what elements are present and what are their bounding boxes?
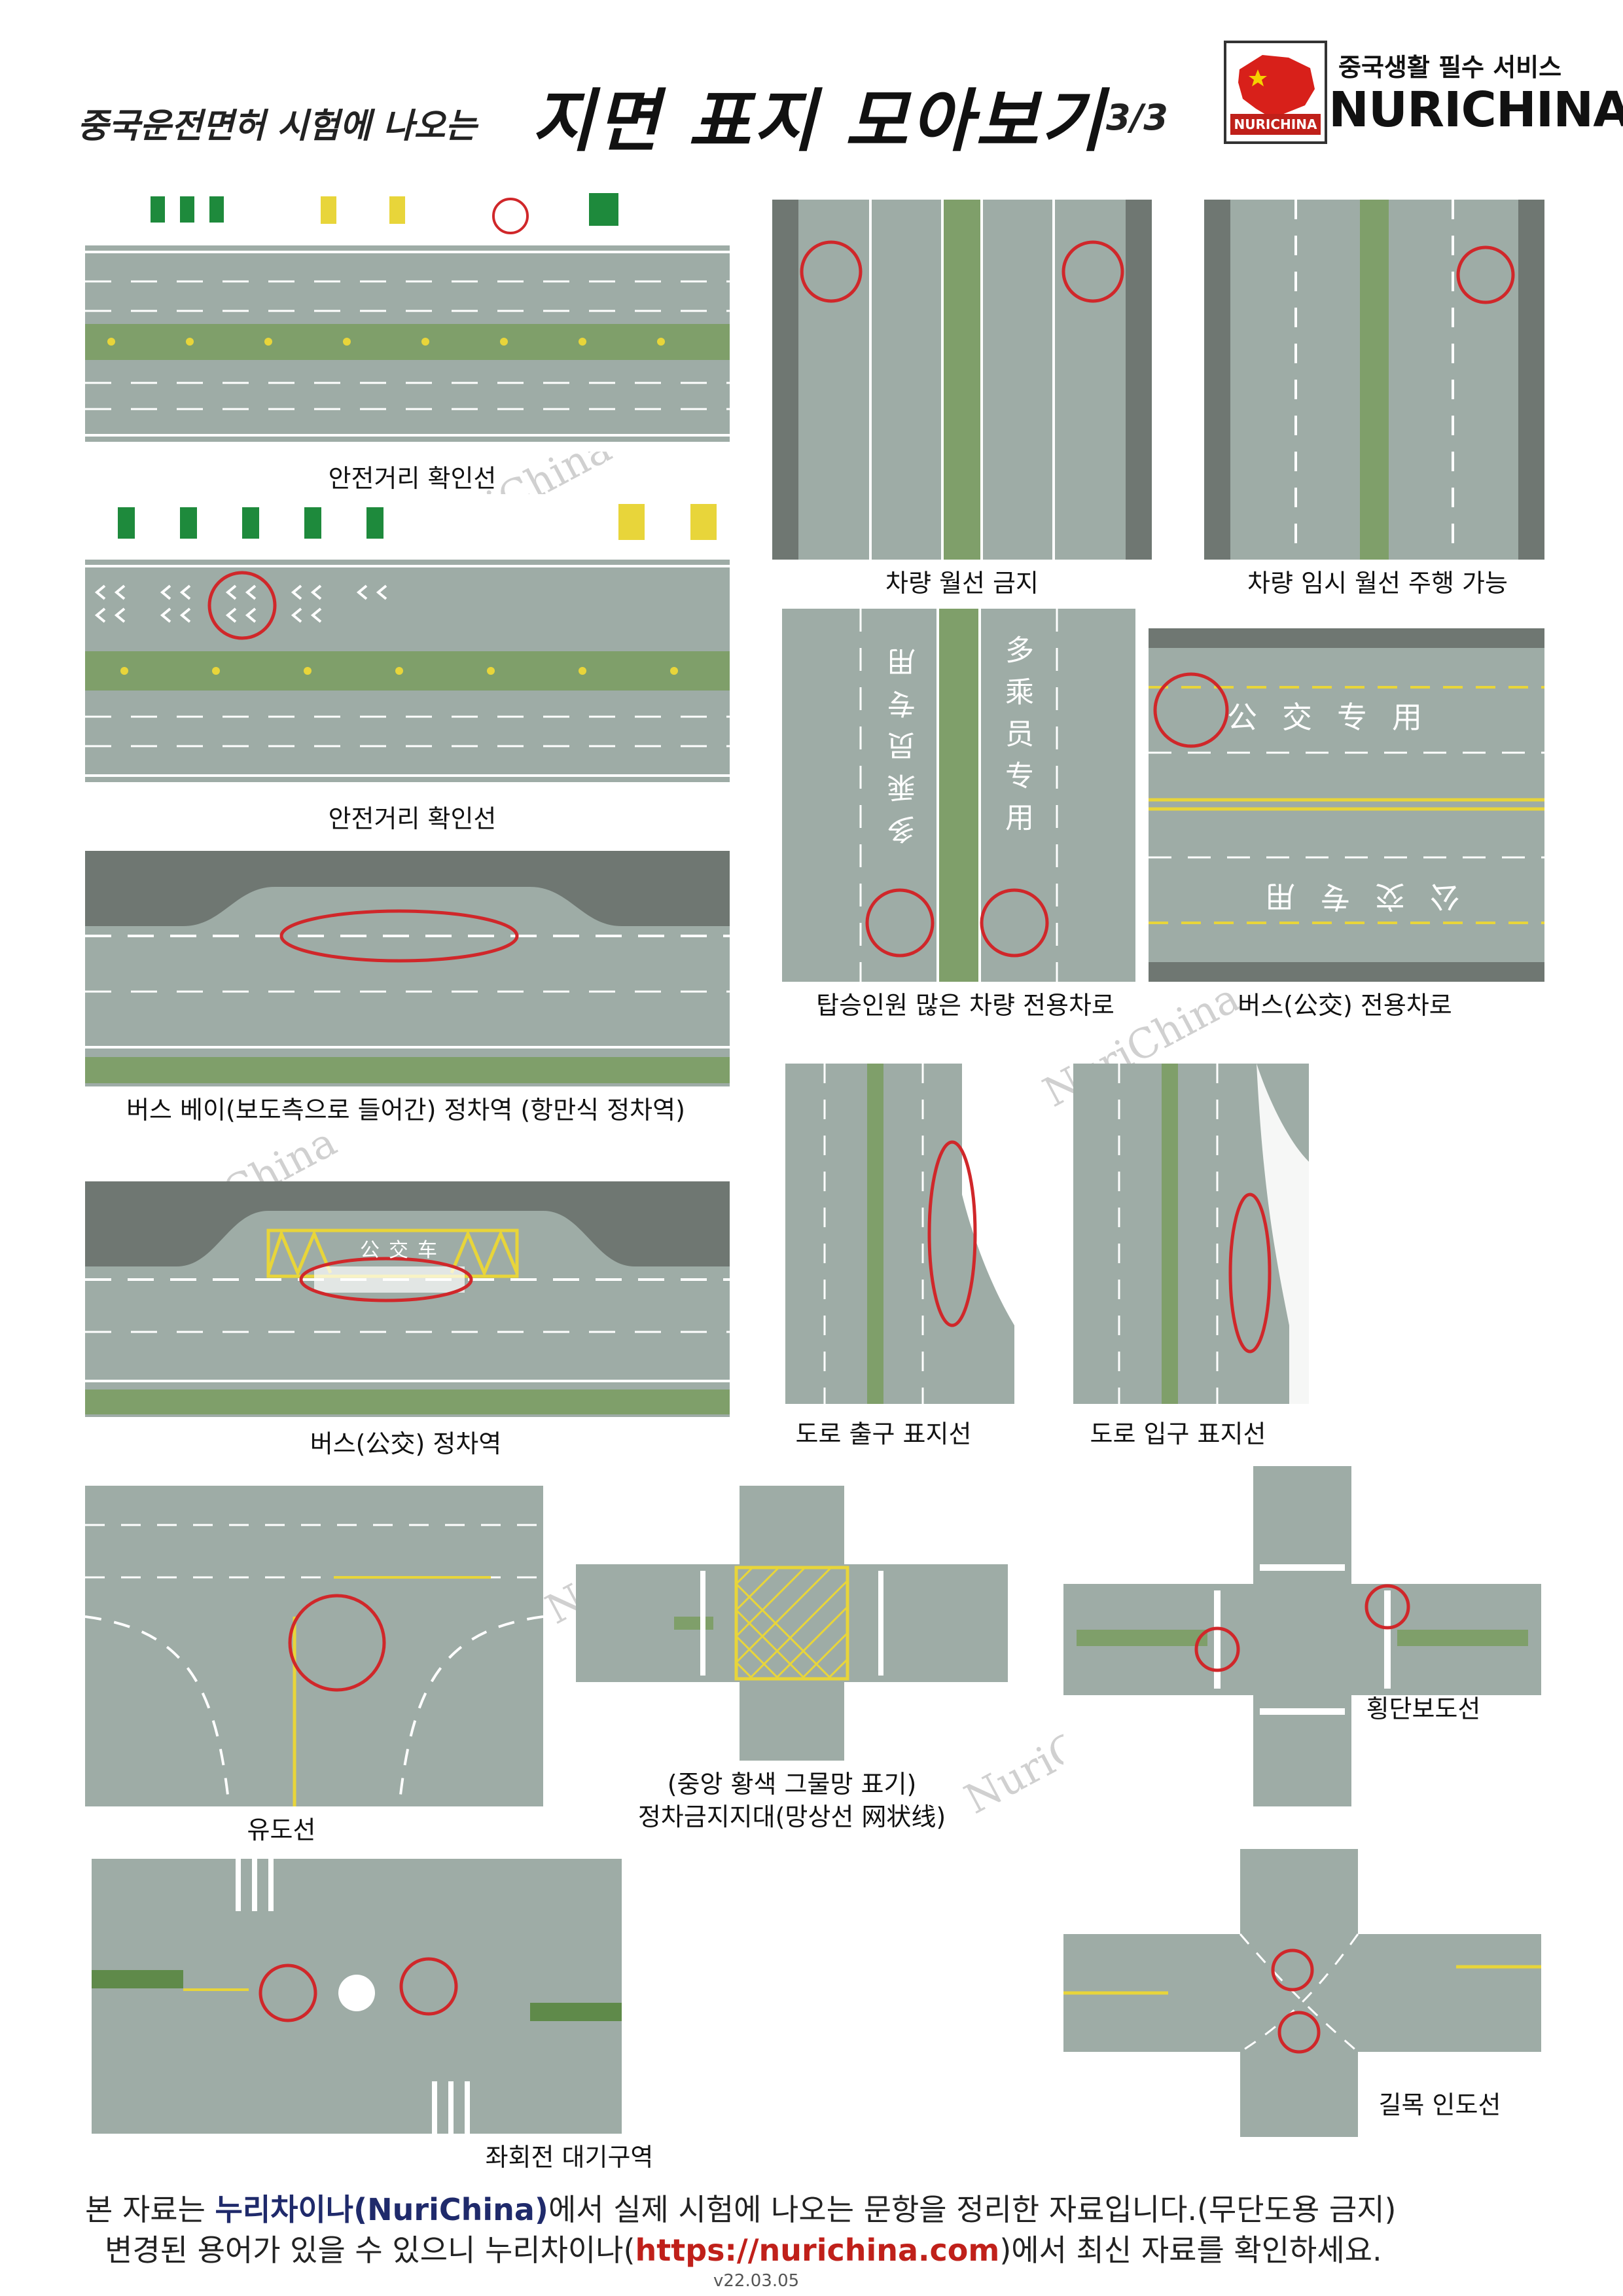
footer-brand: 누리차이나(NuriChina) (215, 2192, 548, 2227)
footer-url-link[interactable]: https://nurichina.com (635, 2233, 1000, 2268)
diagram-guide-lines (85, 1486, 543, 1806)
diagram-road-exit (779, 1064, 1014, 1404)
version-label: v22.03.05 (713, 2271, 800, 2291)
brand-logo: NURICHINA (1224, 41, 1327, 144)
footer-line2-pre: 변경된 용어가 있을 수 있으니 누리차이나( (105, 2233, 635, 2268)
footer-line-2: 변경된 용어가 있을 수 있으니 누리차이나(https://nurichina… (105, 2227, 1382, 2270)
caption-yellow-net-2: 정차금지지대(망상선 网状线) (637, 1803, 946, 1831)
hov-lane-text-left: 多乘员专用 (887, 635, 921, 844)
diagram-temp-crossing (1204, 200, 1544, 560)
footer-line1-pre: 본 자료는 (85, 2192, 215, 2227)
footer-line-1: 본 자료는 누리차이나(NuriChina)에서 실제 시험에 나오는 문항을 … (85, 2186, 1396, 2229)
hov-lane-text-right: 多乘员专用 (1000, 635, 1033, 844)
caption-safety-distance-1: 안전거리 확인선 (328, 464, 497, 493)
diagram-safety-distance-1 (85, 190, 730, 452)
diagram-yellow-net (576, 1486, 1008, 1761)
logo-label: NURICHINA (1234, 117, 1317, 132)
diagram-road-entrance (1073, 1064, 1309, 1404)
diagram-left-turn-wait (92, 1859, 622, 2134)
caption-safety-distance-2: 안전거리 확인선 (328, 804, 497, 833)
diagram-bus-bay (85, 851, 730, 1086)
caption-hov-lane: 탑승인원 많은 차량 전용차로 (816, 991, 1115, 1020)
caption-crosswalk: 횡단보도선 (1366, 1695, 1481, 1723)
footer-line1-post: 에서 실제 시험에 나오는 문항을 정리한 자료입니다.(무단도용 금지) (548, 2192, 1397, 2227)
caption-road-exit: 도로 출구 표지선 (795, 1420, 972, 1448)
diagram-hov-lane: 多乘员专用 多乘员专用 (782, 609, 1135, 982)
page-number: 3/3 (1106, 97, 1168, 138)
bus-lane-text-bottom: 公交专用 (1240, 879, 1460, 914)
caption-intersection-guide: 길목 인도선 (1378, 2090, 1501, 2119)
china-map-icon (1226, 43, 1325, 141)
bus-lane-text-top: 公交专用 (1227, 700, 1447, 735)
brand-tagline: 중국생활 필수 서비스 (1338, 53, 1562, 82)
caption-bus-lane: 버스(公交) 전용차로 (1238, 991, 1452, 1020)
bus-stop-text: 公交车 (360, 1239, 446, 1262)
caption-left-turn-wait: 좌회전 대기구역 (485, 2143, 654, 2172)
caption-no-crossing: 차량 월선 금지 (885, 569, 1039, 598)
diagram-bus-stop: 公交车 (85, 1181, 730, 1417)
caption-temp-crossing: 차량 임시 월선 주행 가능 (1247, 569, 1508, 598)
caption-guide-lines: 유도선 (247, 1816, 316, 1844)
diagram-no-crossing (772, 200, 1152, 560)
diagram-safety-distance-2 (85, 494, 730, 795)
footer-line2-post: )에서 최신 자료를 확인하세요. (999, 2233, 1382, 2268)
caption-bus-bay: 버스 베이(보도측으로 들어간) 정차역 (항만식 정차역) (126, 1096, 685, 1124)
caption-yellow-net-1: (중앙 황색 그물망 표기) (667, 1770, 917, 1799)
caption-bus-stop: 버스(公交) 정차역 (310, 1429, 502, 1458)
brand-name: NURICHINA (1329, 82, 1623, 138)
diagram-bus-lane: 公交专用 公交专用 (1149, 628, 1544, 982)
caption-road-entrance: 도로 입구 표지선 (1090, 1420, 1266, 1448)
diagram-intersection-guide (1063, 1849, 1541, 2137)
page-title: 지면 표지 모아보기 (531, 81, 1106, 161)
diagram-crosswalk (1063, 1466, 1541, 1806)
title-prefix: 중국운전면허 시험에 나오는 (77, 107, 477, 146)
